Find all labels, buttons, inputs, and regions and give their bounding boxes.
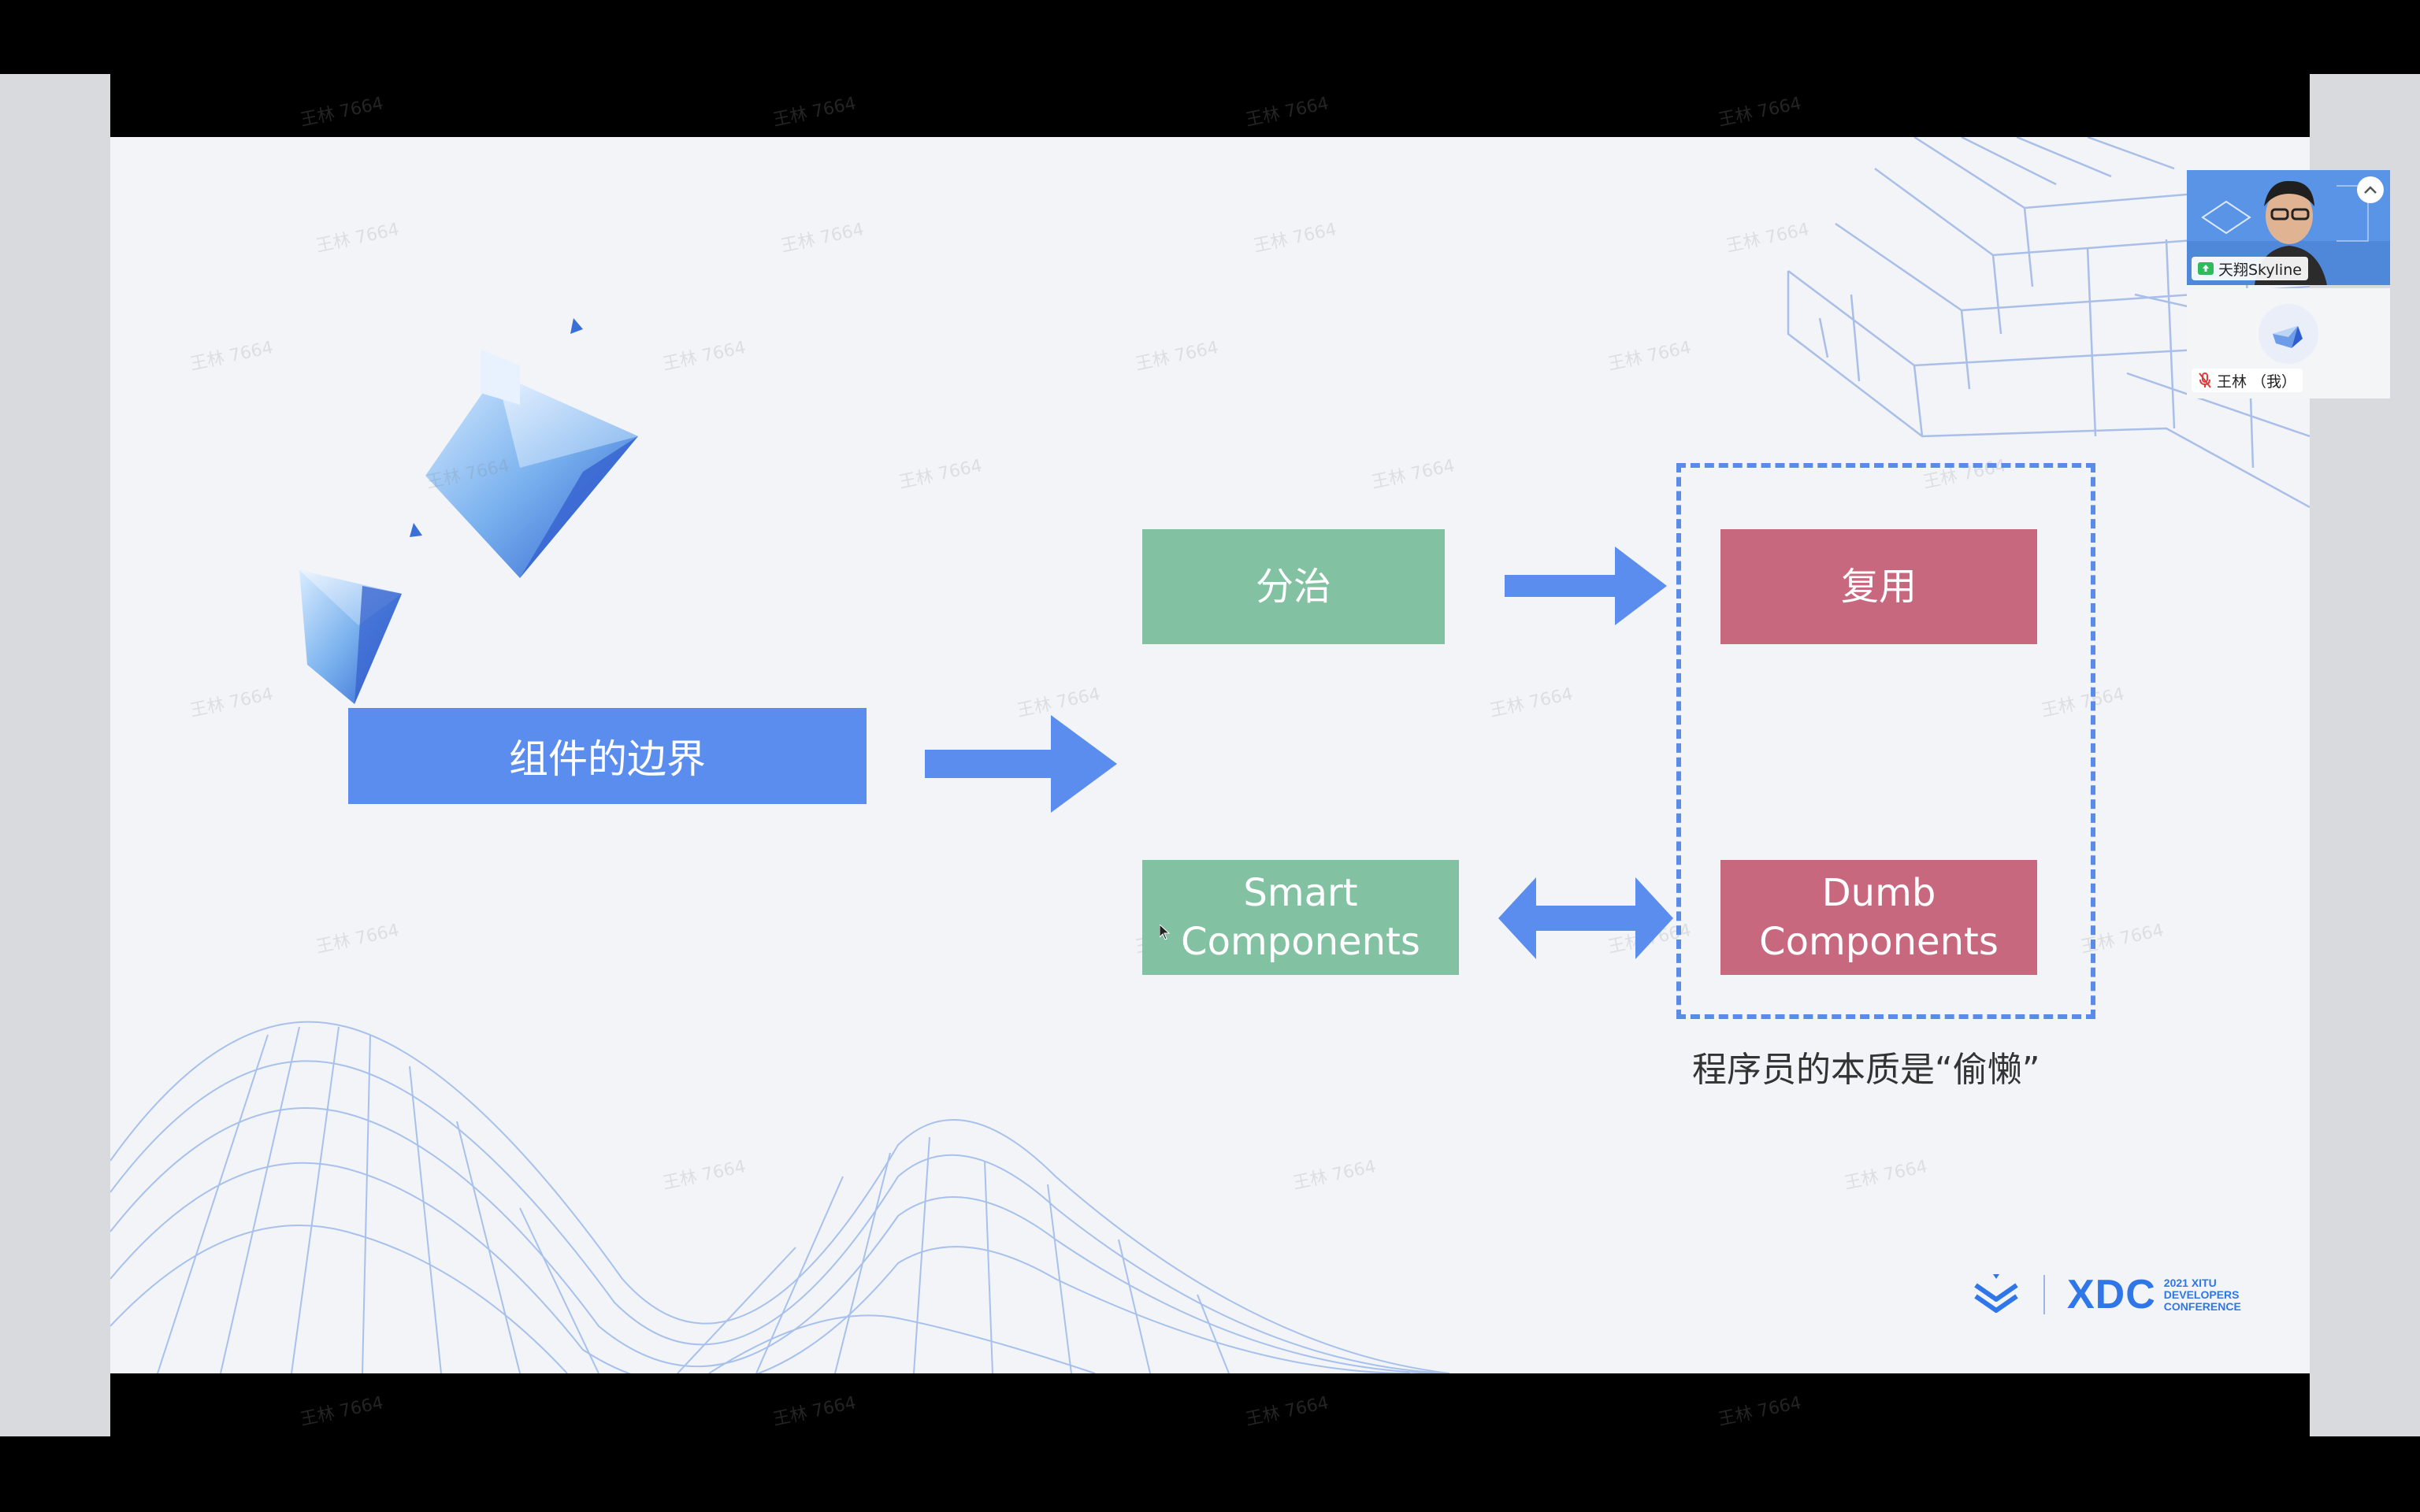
logo-subtitle-line: CONFERENCE [2163,1299,2241,1313]
logo-subtitle-line: 2021 XITU [2163,1276,2217,1289]
right-arrow-icon [925,715,1117,813]
screen-share-icon [2198,262,2214,275]
participant-name-tag: 王林 （我） [2192,369,2303,392]
mesh-terrain-decoration [110,1021,1449,1373]
collapse-panel-button[interactable] [2357,176,2384,203]
reuse-label: 复用 [1840,565,1917,609]
watermark: 王林 7664 [1717,1393,1803,1430]
smart-components-box: Smart Components [1142,860,1459,975]
screen-share-area: 王林 7664 王林 7664 王林 7664 王林 7664 王林 7664 … [110,74,2310,1436]
divide-conquer-box: 分治 [1142,529,1445,644]
watermark: 王林 7664 [1134,338,1220,375]
logo-subtitle-line: DEVELOPERS [2163,1288,2240,1301]
dumb-components-label: Dumb Components [1759,871,1999,964]
watermark: 王林 7664 [1843,1157,1929,1194]
component-boundary-box: 组件的边界 [348,708,867,804]
watermark: 王林 7664 [1244,94,1331,131]
watermark: 王林 7664 [314,921,401,958]
participant-name: 天翔Skyline [2218,261,2302,279]
watermark: 王林 7664 [1717,94,1803,131]
crystal-decoration [299,318,638,704]
participant-name-tag: 天翔Skyline [2192,257,2308,280]
chevron-up-icon [2364,186,2377,194]
xdc-logo-text: XDC [2067,1272,2156,1317]
dumb-components-box: Dumb Components [1720,860,2037,975]
xdc-logo-subtitle: 2021 XITU DEVELOPERS CONFERENCE [2164,1277,2241,1313]
slide-caption: 程序员的本质是“偷懒” [1692,1050,2040,1090]
left-margin [0,74,110,1436]
watermark: 王林 7664 [299,94,385,131]
component-boundary-label: 组件的边界 [509,736,706,782]
watermark: 王林 7664 [1252,220,1338,257]
participant-tile-self[interactable]: 王林 （我） [2187,288,2390,398]
xdc-logo: XDC 2021 XITU DEVELOPERS CONFERENCE [1971,1271,2241,1318]
watermark: 王林 7664 [771,1393,858,1430]
right-arrow-icon [1505,547,1667,625]
watermark: 王林 7664 [897,456,984,493]
watermark: 王林 7664 [771,94,858,131]
logo-separator [2043,1275,2045,1314]
bottom-black-bar [0,1436,2420,1512]
watermark: 王林 7664 [299,1393,385,1430]
participant-video-panel: 天翔Skyline 王林 （我） [2187,170,2390,398]
dashed-group-frame [1676,463,2095,1019]
divide-conquer-label: 分治 [1255,565,1331,609]
reuse-box: 复用 [1720,529,2037,644]
participant-name: 王林 （我） [2217,372,2297,391]
isometric-blocks-decoration [1787,137,2310,509]
avatar [2259,304,2318,364]
mic-muted-icon [2199,372,2211,388]
watermark: 王林 7664 [1244,1393,1331,1430]
watermark: 王林 7664 [1370,456,1457,493]
xdc-chevron-logo-icon [1974,1274,2018,1313]
watermark: 王林 7664 [1488,684,1575,721]
double-arrow-icon [1498,877,1673,959]
participant-tile[interactable]: 天翔Skyline [2187,170,2390,285]
smart-components-label: Smart Components [1181,871,1420,964]
watermark: 王林 7664 [1606,338,1693,375]
mouse-cursor-icon [1160,925,1171,940]
presentation-slide: 王林 7664 王林 7664 王林 7664 王林 7664 王林 7664 … [110,137,2310,1373]
